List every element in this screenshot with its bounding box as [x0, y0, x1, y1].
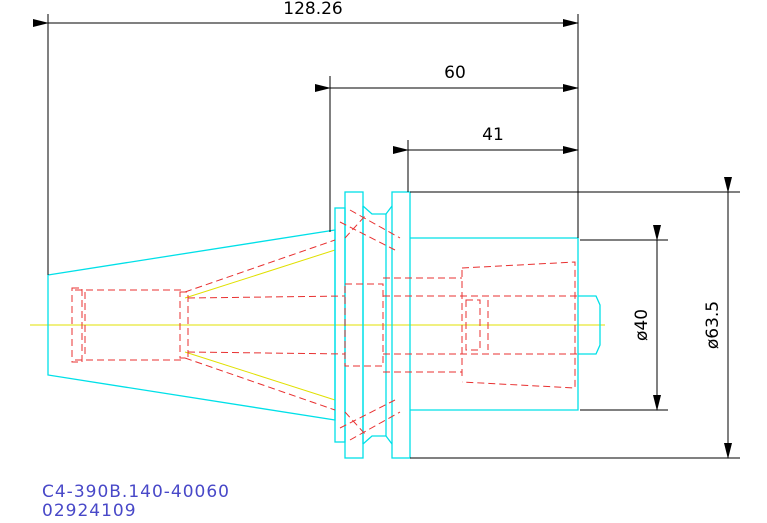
dim-outer-diameter: ø63.5 [703, 301, 723, 349]
dim-inner-diameter: ø40 [632, 309, 652, 341]
dimension-lines [33, 14, 740, 459]
hidden-lines [71, 209, 578, 441]
dim-overall-length: 128.26 [283, 0, 342, 19]
part-number: 02924109 [42, 501, 137, 521]
part-code: C4-390B.140-40060 [42, 482, 230, 502]
dim-flange-length: 60 [444, 63, 466, 83]
tool-holder-outline [47, 191, 601, 459]
dim-body-length: 41 [482, 125, 504, 145]
centerline [30, 249, 605, 401]
